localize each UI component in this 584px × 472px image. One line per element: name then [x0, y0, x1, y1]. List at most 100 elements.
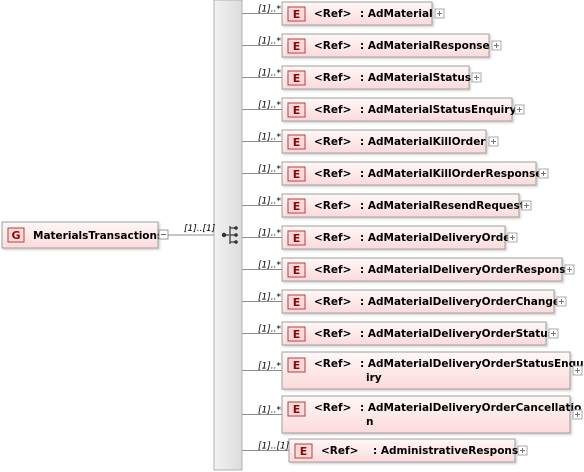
element-card-box	[281, 65, 470, 90]
element-card[interactable]: [1]..[1]E<Ref>: AdministrativeResponse	[258, 438, 528, 463]
element-ref-label: <Ref>	[314, 358, 351, 370]
element-ref-label: <Ref>	[314, 136, 351, 148]
element-name: : AdministrativeResponse	[373, 445, 525, 457]
element-name: n	[366, 416, 373, 428]
element-badge-label: E	[293, 168, 301, 181]
expand-plus-icon[interactable]	[491, 40, 502, 51]
element-ref-label: <Ref>	[314, 40, 351, 52]
element-badge-label: E	[293, 200, 301, 213]
element-card[interactable]: [1]..*E<Ref>: AdMaterialDeliveryOrder	[258, 225, 518, 250]
expand-plus-icon[interactable]	[471, 72, 482, 83]
element-name: : AdMaterial	[360, 8, 433, 20]
element-badge-icon	[287, 134, 306, 150]
expand-plus-icon[interactable]	[488, 136, 499, 147]
element-badge-icon	[287, 102, 306, 118]
element-card-box	[281, 289, 555, 314]
element-badge-icon	[287, 357, 306, 373]
element-badge-icon	[287, 326, 306, 342]
element-name: : AdMaterialKillOrder	[360, 136, 486, 148]
expand-plus-icon[interactable]	[572, 365, 583, 376]
element-name: : AdMaterialResponse	[360, 40, 490, 52]
expand-plus-icon[interactable]	[556, 296, 567, 307]
element-badge-label: E	[293, 72, 301, 85]
element-multiplicity: [1]..*	[258, 197, 281, 207]
element-name: iry	[366, 372, 382, 384]
element-ref-label: <Ref>	[314, 232, 351, 244]
element-badge-label: E	[300, 445, 308, 458]
element-card[interactable]: [1]..*E<Ref>: AdMaterialDeliveryOrderCha…	[258, 289, 567, 314]
element-card[interactable]: [1]..*E<Ref>: AdMaterialResponse	[258, 33, 502, 58]
element-ref-label: <Ref>	[314, 264, 351, 276]
connector-lines	[242, 13, 289, 451]
expand-plus-icon[interactable]	[517, 445, 528, 456]
expand-plus-icon[interactable]	[514, 104, 525, 115]
element-list: [1]..*E<Ref>: AdMaterial[1]..*E<Ref>: Ad…	[258, 1, 584, 463]
expand-plus-icon[interactable]	[564, 264, 575, 275]
element-card[interactable]: [1]..* E <Ref> : AdMaterialKillOrderRespons…	[258, 161, 549, 186]
element-badge-icon	[287, 230, 306, 246]
element-badge-label: E	[293, 232, 301, 245]
element-badge-label: E	[293, 8, 301, 21]
element-card[interactable]: [1]..*E<Ref>: AdMaterialDeliveryOrderSta…	[258, 351, 584, 390]
element-multiplicity: [1]..*	[258, 406, 281, 416]
element-badge-icon	[287, 166, 306, 182]
element-name: : AdMaterialDeliveryOrder	[360, 232, 516, 244]
element-card[interactable]: [1]..* E <Ref> : AdMaterial	[258, 1, 445, 26]
element-badge-label: E	[293, 403, 301, 416]
element-card-box	[288, 438, 516, 463]
element-ref-label: <Ref>	[314, 402, 351, 414]
element-card[interactable]: [1]..*E<Ref>: AdMaterialDeliveryOrderRes…	[258, 257, 575, 282]
expand-plus-icon[interactable]	[507, 232, 518, 243]
element-ref-label: <Ref>	[314, 8, 351, 20]
group-badge-icon	[7, 227, 25, 243]
element-badge-label: E	[293, 40, 301, 53]
element-card-box	[281, 257, 563, 282]
group-collapse-toggle[interactable]	[158, 229, 169, 240]
element-card[interactable]: [1]..*E<Ref>: AdMaterialStatusEnquiry	[258, 97, 525, 122]
element-card-box	[281, 1, 433, 26]
element-ref-label: <Ref>	[314, 168, 351, 180]
element-multiplicity: [1]..*	[258, 69, 281, 79]
element-multiplicity: [1]..*	[258, 325, 281, 335]
expand-plus-icon[interactable]	[521, 200, 532, 211]
element-badge-icon	[294, 443, 313, 459]
element-name: : AdMaterialKillOrderResponse	[360, 168, 543, 180]
expand-plus-icon[interactable]	[572, 409, 583, 420]
expand-plus-icon[interactable]	[548, 328, 559, 339]
element-ref-label: <Ref>	[321, 445, 358, 457]
element-card[interactable]: [1]..*E<Ref>: AdMaterialStatus	[258, 65, 482, 90]
element-card-box	[281, 225, 506, 250]
element-card-box	[281, 33, 490, 58]
expand-plus-icon[interactable]	[434, 8, 445, 19]
element-card-box	[281, 193, 520, 218]
expand-plus-icon[interactable]	[538, 168, 549, 179]
element-badge-label: E	[293, 136, 301, 149]
element-card[interactable]: [1]..*E<Ref>: AdMaterialDeliveryOrderSta…	[258, 321, 559, 346]
element-ref-label: <Ref>	[314, 104, 351, 116]
element-multiplicity: [1]..*	[258, 165, 281, 175]
element-ref-label: <Ref>	[314, 296, 351, 308]
group-multiplicity: [1]..[1]	[184, 224, 216, 234]
element-ref-label: <Ref>	[314, 200, 351, 212]
element-card-box	[281, 321, 547, 346]
element-name: : AdMaterialResendRequest	[360, 200, 525, 212]
element-card[interactable]: [1]..*E<Ref>: AdMaterialKillOrder	[258, 129, 499, 154]
element-badge-label: E	[293, 264, 301, 277]
element-multiplicity: [1]..*	[258, 362, 281, 372]
element-badge-label: E	[293, 104, 301, 117]
element-badge-icon	[287, 6, 306, 22]
element-card[interactable]: [1]..* E <Ref> : AdMaterialDeliveryOrderCan…	[258, 395, 583, 434]
group-node[interactable]: G MaterialsTransactions	[1, 221, 163, 249]
element-name: : AdMaterialStatusEnquiry	[360, 104, 516, 116]
element-badge-label: E	[293, 328, 301, 341]
element-multiplicity: [1]..*	[258, 5, 281, 15]
element-multiplicity: [1]..*	[258, 261, 281, 271]
sequence-compositor[interactable]	[213, 0, 243, 471]
element-badge-icon	[287, 294, 306, 310]
element-badge-icon	[287, 70, 306, 86]
sequence-icon	[221, 226, 238, 244]
element-card-box	[281, 395, 571, 434]
element-card[interactable]: [1]..* E <Ref> : AdMaterialResendRequest	[258, 193, 532, 218]
element-name: : AdMaterialDeliveryOrderCancellatio	[360, 402, 581, 414]
element-badge-icon	[287, 198, 306, 214]
